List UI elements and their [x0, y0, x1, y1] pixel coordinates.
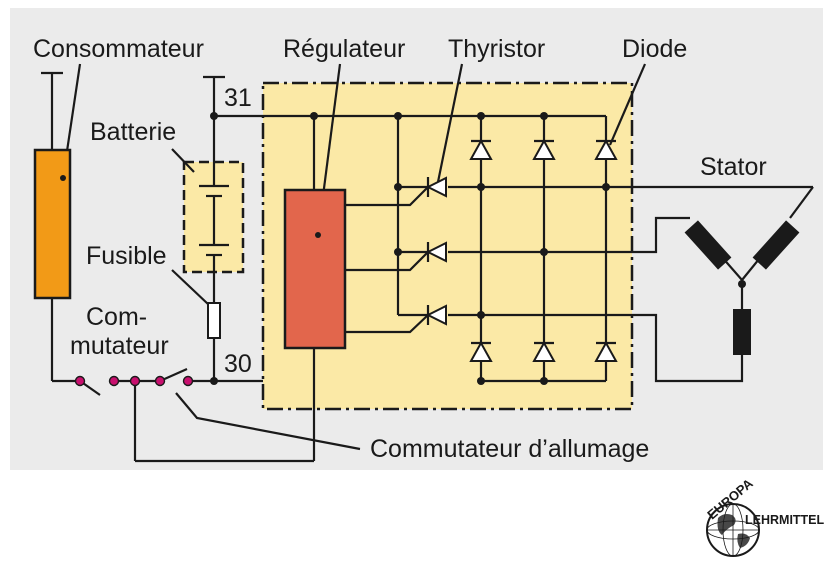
label-stator: Stator [700, 153, 767, 181]
junction-dots [60, 112, 746, 385]
stator-windings [684, 220, 800, 355]
label-batterie: Batterie [90, 118, 176, 146]
label-consommateur: Consommateur [33, 35, 204, 63]
label-regulateur: Régulateur [283, 35, 405, 63]
switch-contacts [74, 375, 194, 387]
fusible-symbol [207, 302, 221, 339]
thyristors [425, 176, 447, 326]
regulateur-block [283, 188, 347, 350]
label-fusible: Fusible [86, 242, 167, 270]
label-commutateur-2: mutateur [70, 332, 169, 360]
europa-lehrmittel-logo: EUROPA LEHRMITTEL [704, 475, 825, 557]
diodes [469, 138, 618, 362]
label-thyristor: Thyristor [448, 35, 545, 63]
label-commutateur-1: Com- [86, 303, 147, 331]
logo-text-side: LEHRMITTEL [745, 513, 825, 527]
label-terminal-30: 30 [224, 350, 252, 378]
globe-icon [706, 503, 760, 557]
wiring [41, 63, 814, 463]
label-commutateur-allumage: Commutateur d’allumage [370, 435, 649, 463]
label-terminal-31: 31 [224, 84, 252, 112]
battery-symbol [199, 184, 229, 257]
label-diode: Diode [622, 35, 687, 63]
consommateur-load [33, 148, 72, 300]
